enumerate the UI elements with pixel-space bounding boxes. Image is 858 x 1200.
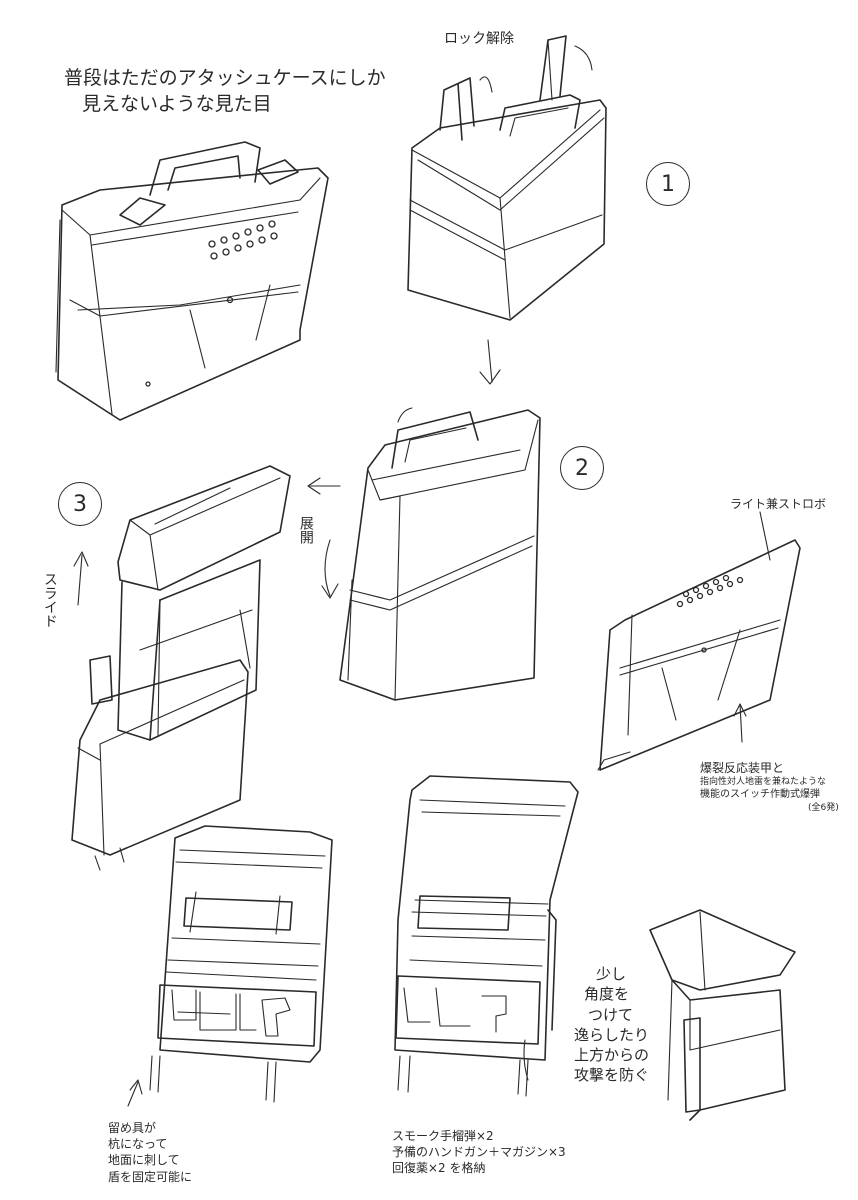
deploy-case-sketch [321,407,541,701]
fastener-line-4: 盾を固定可能に [108,1169,193,1184]
armor-line-3: 機能のスイッチ作動式爆弾 [700,789,820,801]
open-case-lid-sketch [394,775,579,1097]
intro-line-1: 普段はただのアタッシュケースにしか [64,67,386,89]
contents-line-2: 予備のハンドガン＋マガジン×3 [392,1145,566,1160]
armor-line-4: (全6発) [808,802,839,813]
intro-line-2: 見えないような見た目 [82,92,272,115]
unlock-case-sketch [407,35,607,385]
step-two-marker: 2 [560,446,604,490]
slide-case-sketch [71,465,291,871]
armor-line-2: 指向性対人地雷を兼ねたような [700,777,827,788]
deploy-note: 展開 [297,516,314,544]
angle-line-1: 少し [596,965,627,983]
fastener-line-1: 留め具が [108,1121,157,1135]
fastener-line-2: 杭になって [108,1137,168,1152]
closed-attache-case-sketch [55,141,329,421]
angled-shield-sketch [649,909,796,1121]
light-note: ライト兼ストロボ [730,497,827,511]
contents-note: スモーク手榴弾×2 予備のハンドガン＋マガジン×3 回復薬×2 を格納 [392,1128,566,1177]
slide-note: スライド [41,572,58,628]
angle-line-5: 上方からの [574,1046,650,1064]
open-case-interior-sketch [127,825,333,1107]
step-three-marker: 3 [58,482,102,526]
armor-line-1: 爆裂反応装甲と [700,761,785,775]
intro-note: 普段はただのアタッシュケースにしか 見えないような見た目 [64,66,386,117]
fastener-note: 留め具が 杭になって 地面に刺して 盾を固定可能に [108,1120,192,1185]
fastener-line-3: 地面に刺して [108,1153,180,1168]
angle-line-3: つけて [588,1005,634,1024]
angle-line-2: 角度を [584,985,630,1004]
contents-line-3: 回復薬×2 を格納 [392,1161,486,1176]
angle-line-4: 逸らしたり [574,1025,650,1044]
angle-line-6: 攻撃を防ぐ [574,1066,650,1085]
armor-panel-sketch [597,511,801,771]
armor-note: 爆裂反応装甲と 指向性対人地雷を兼ねたような 機能のスイッチ作動式爆弾 (全6発… [700,760,839,814]
unlock-note: ロック解除 [444,31,514,47]
step-one-marker: 1 [646,162,690,206]
contents-line-1: スモーク手榴弾×2 [392,1129,494,1143]
angle-note: 少し 角度を つけて 逸らしたり 上方からの 攻撃を防ぐ [574,964,649,1086]
